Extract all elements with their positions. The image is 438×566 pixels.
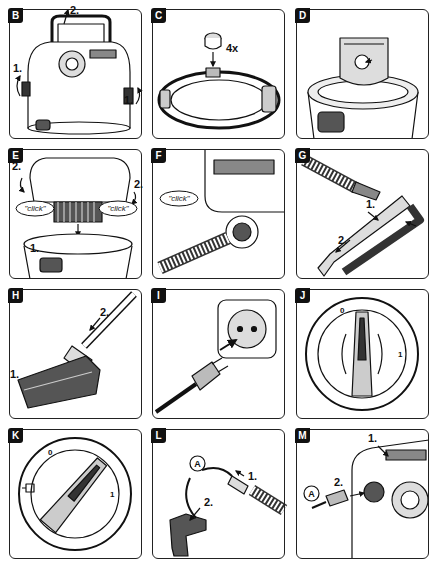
panel-letter: D: [295, 8, 310, 23]
step-panel: C: [152, 9, 285, 139]
callout-number: 0: [48, 447, 52, 459]
step-panel: F "click": [152, 149, 285, 279]
machine-socket: [312, 440, 429, 559]
callout-number: 1: [398, 349, 402, 361]
panel-letter: M: [295, 428, 310, 443]
panel-letter: L: [151, 428, 166, 443]
tool-cable: [170, 468, 284, 556]
connector-marker: A: [303, 485, 320, 502]
callout-number: 1.: [248, 470, 257, 482]
callout-number: 2.: [338, 234, 347, 246]
callout-number: 2.: [100, 306, 109, 318]
callout-number: 1.: [30, 242, 39, 254]
step-panel: E"click""click": [9, 149, 142, 279]
step-panel: K: [9, 429, 142, 559]
step-panel: G: [296, 149, 429, 279]
panel-letter: K: [8, 428, 23, 443]
panel-letter: I: [151, 288, 166, 303]
click-bubble: "click": [15, 200, 55, 217]
step-panel: H: [9, 289, 142, 419]
hose-handle: [304, 160, 420, 276]
power-dial: [19, 438, 131, 550]
click-bubble: "click": [159, 190, 199, 207]
panel-letter: J: [295, 288, 310, 303]
callout-number: 1.: [13, 62, 22, 74]
callout-number: 1.: [124, 94, 133, 106]
click-text: "click": [98, 200, 138, 217]
callout-number: 2.: [334, 476, 343, 488]
callout-number: 1.: [368, 432, 377, 444]
step-panel: LA: [152, 429, 285, 559]
callout-number: 1.: [366, 198, 375, 210]
panel-letter: F: [151, 148, 166, 163]
floor-nozzle: [18, 294, 134, 408]
panel-letter: G: [295, 148, 310, 163]
callout-number: 2.: [204, 496, 213, 508]
callout-number: 0: [340, 305, 344, 317]
marker-letter: A: [189, 455, 206, 472]
power-dial: [306, 298, 418, 410]
callout-number: 1.: [10, 368, 19, 380]
callout-number: 2.: [70, 4, 79, 16]
callout-number: 1: [110, 489, 114, 501]
click-bubble: "click": [98, 200, 138, 217]
callout-number: 4x: [226, 42, 238, 54]
step-panel: D: [296, 9, 429, 139]
panel-letter: H: [8, 288, 23, 303]
vacuum-head: [17, 10, 140, 134]
panel-letter: C: [151, 8, 166, 23]
plug-socket: [156, 300, 276, 412]
panel-letter: B: [8, 8, 23, 23]
callout-number: 2.: [134, 178, 143, 190]
filter-ring: [159, 33, 279, 128]
hose-inlet: [160, 149, 285, 268]
assemble-head: [20, 158, 135, 279]
step-panel: I: [152, 289, 285, 419]
marker-letter: A: [303, 485, 320, 502]
step-panel: J: [296, 289, 429, 419]
connector-marker: A: [189, 455, 206, 472]
container-bag: [308, 38, 418, 139]
step-panel: MA: [296, 429, 429, 559]
callout-number: 2.: [12, 160, 21, 172]
click-text: "click": [159, 190, 199, 207]
click-text: "click": [15, 200, 55, 217]
step-panel: B: [9, 9, 142, 139]
